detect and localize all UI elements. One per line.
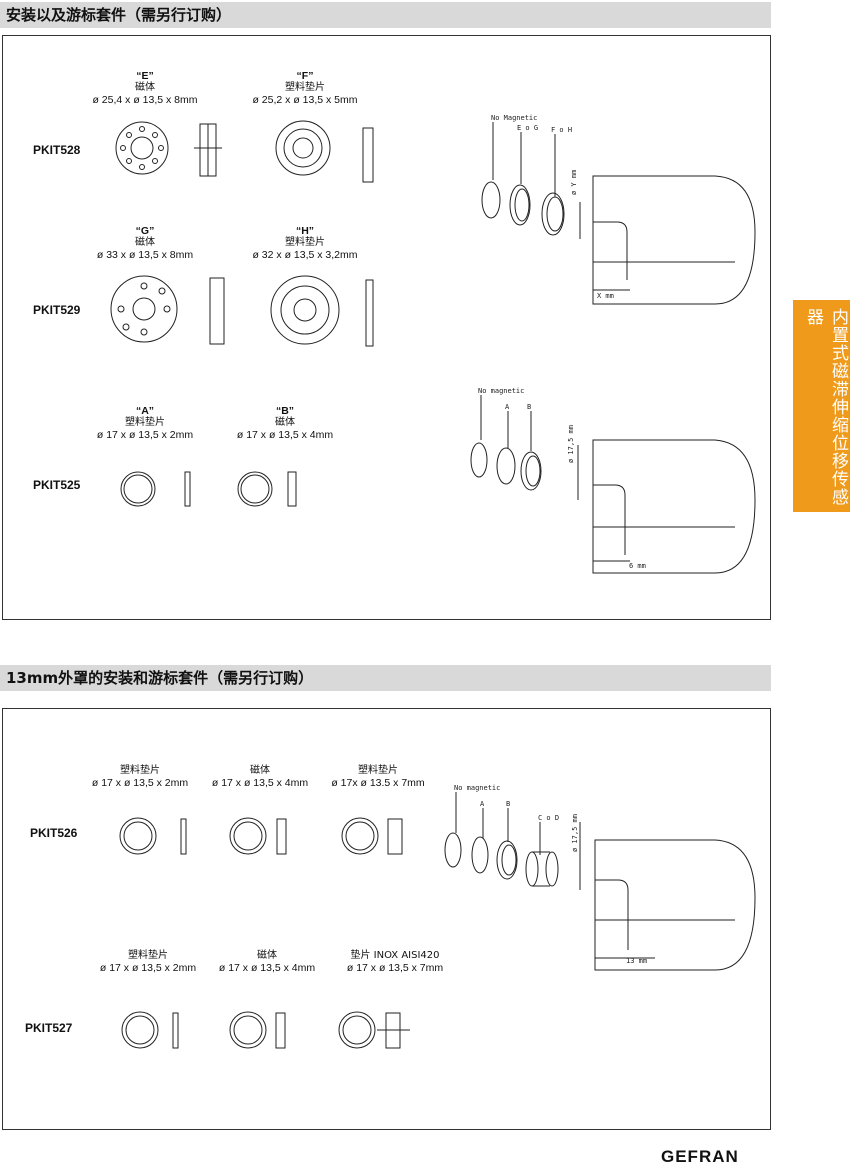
svg-text:F o H: F o H xyxy=(551,126,572,134)
spacer-f-drawing xyxy=(275,120,374,183)
svg-text:B: B xyxy=(506,800,510,808)
svg-text:ø Y mm: ø Y mm xyxy=(570,170,578,195)
kit-526-parts-drawing xyxy=(119,817,403,855)
part-caption: 磁体 ø 17 x ø 13,5 x 4mm xyxy=(211,765,309,789)
kit-name: PKIT529 xyxy=(33,303,81,317)
assembly-drawing-3: No magnetic A B C o D ø 17,5 mm 13 mm xyxy=(444,784,756,971)
part-caption: “G” 磁体 ø 33 x ø 13,5 x 8mm xyxy=(96,225,194,261)
panel-standard-kits xyxy=(2,35,771,620)
svg-text:13 mm: 13 mm xyxy=(626,957,647,965)
part-caption: “F” 塑料垫片 ø 25,2 x ø 13,5 x 5mm xyxy=(252,70,358,106)
magnet-g-drawing xyxy=(110,275,225,345)
kit-527-parts-drawing xyxy=(121,1011,410,1049)
svg-text:E o G: E o G xyxy=(517,124,538,132)
svg-text:A: A xyxy=(480,800,485,808)
section-title: 安装以及游标套件（需另行订购） xyxy=(0,2,771,28)
part-caption: 塑料垫片 ø 17 x ø 13,5 x 2mm xyxy=(91,765,189,789)
svg-text:C o D: C o D xyxy=(538,814,559,822)
brand-logo: GEFRAN xyxy=(661,1147,739,1166)
section-title: 13mm外罩的安装和游标套件（需另行订购） xyxy=(0,665,771,691)
part-caption: 塑料垫片 ø 17x ø 13.5 x 7mm xyxy=(331,765,425,789)
svg-text:No Magnetic: No Magnetic xyxy=(491,114,537,122)
svg-text:No magnetic: No magnetic xyxy=(454,784,500,792)
part-caption: 垫片 INOX AISI420 ø 17 x ø 13,5 x 7mm xyxy=(346,950,444,974)
panel-13mm-kits xyxy=(2,708,771,1130)
svg-text:No magnetic: No magnetic xyxy=(478,387,524,395)
assembly-drawing-2: No magnetic A B ø 17,5 mm 6 mm xyxy=(470,387,756,574)
svg-text:A: A xyxy=(505,403,510,411)
part-caption: “H” 塑料垫片 ø 32 x ø 13,5 x 3,2mm xyxy=(252,225,358,261)
spacer-a-drawing xyxy=(120,471,191,507)
svg-text:6 mm: 6 mm xyxy=(629,562,646,570)
part-caption: “A” 塑料垫片 ø 17 x ø 13,5 x 2mm xyxy=(96,405,194,441)
svg-text:B: B xyxy=(527,403,531,411)
kit-name: PKIT528 xyxy=(33,143,81,157)
part-caption: “E” 磁体 ø 25,4 x ø 13,5 x 8mm xyxy=(92,70,198,106)
side-tab: 内置式磁滞伸缩位移传感器 xyxy=(793,300,850,512)
spacer-h-drawing xyxy=(270,275,374,347)
magnet-e-drawing xyxy=(115,121,222,177)
kit-name: PKIT526 xyxy=(30,826,78,840)
svg-text:ø 17,5 mm: ø 17,5 mm xyxy=(567,425,575,463)
assembly-drawing-1: No Magnetic E o G F o H ø Y mm X mm xyxy=(481,114,756,305)
part-caption: 磁体 ø 17 x ø 13,5 x 4mm xyxy=(218,950,316,974)
svg-text:ø 17,5 mm: ø 17,5 mm xyxy=(571,814,579,852)
magnet-b-drawing xyxy=(237,471,297,507)
kit-name: PKIT525 xyxy=(33,478,81,492)
svg-text:X mm: X mm xyxy=(597,292,614,300)
kit-name: PKIT527 xyxy=(25,1021,73,1035)
part-caption: “B” 磁体 ø 17 x ø 13,5 x 4mm xyxy=(236,405,334,441)
part-caption: 塑料垫片 ø 17 x ø 13,5 x 2mm xyxy=(99,950,197,974)
